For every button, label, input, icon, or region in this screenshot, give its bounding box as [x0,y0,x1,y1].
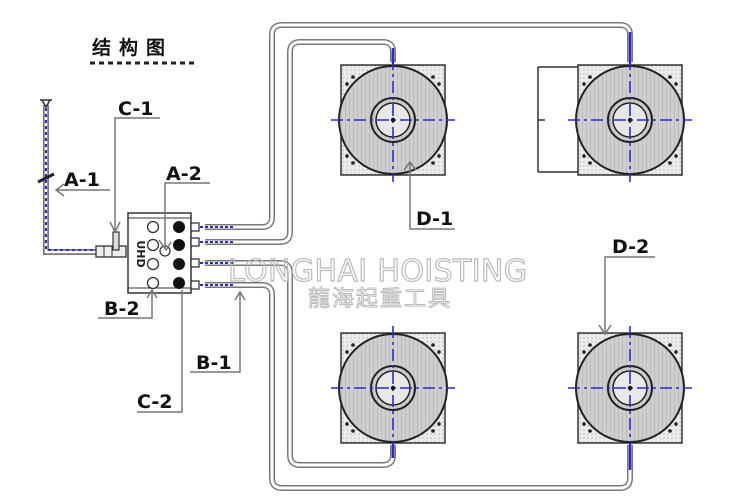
label-c1: C-1 [118,98,154,120]
manual-pump: UHD [127,212,235,294]
supply-hose [37,99,127,258]
watermark-english: LONGHAI HOISTING [228,254,528,289]
jack-bottom-left [330,325,456,451]
jack-top-left [330,57,456,183]
label-a1: A-1 [64,169,100,191]
label-d1: D-1 [416,208,453,230]
jack-top-right [567,57,693,183]
label-c2: C-2 [137,391,173,413]
leader-lines [54,117,655,413]
watermark-chinese: 龍海起重工具 [308,287,452,312]
label-d2: D-2 [612,236,649,258]
hoses [205,22,633,491]
dimension-bracket [537,66,578,173]
diagram-title: 结构图 [92,36,173,59]
label-b1: B-1 [196,352,232,374]
pump-model-text: UHD [134,240,147,267]
jack-bottom-right [567,325,693,451]
label-a2: A-2 [166,163,202,185]
label-b2: B-2 [104,298,140,320]
